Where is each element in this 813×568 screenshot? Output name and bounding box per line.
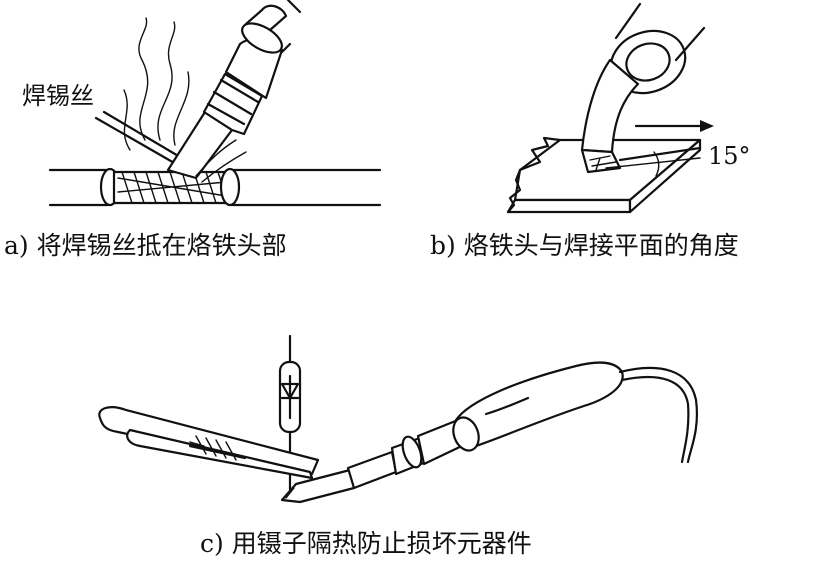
panel-c-illustration (98, 334, 698, 504)
panel-b-caption: b) 烙铁头与焊接平面的角度 (430, 231, 739, 260)
panel-a-illustration (48, 0, 382, 207)
panel-c-caption: c) 用镊子隔热防止损坏元器件 (200, 529, 532, 558)
angle-label: 15° (708, 142, 751, 170)
panel-a-caption: a) 将焊锡丝抵在烙铁头部 (4, 231, 287, 260)
solder-wire-label: 焊锡丝 (22, 82, 94, 110)
panel-b-illustration (506, 2, 714, 214)
